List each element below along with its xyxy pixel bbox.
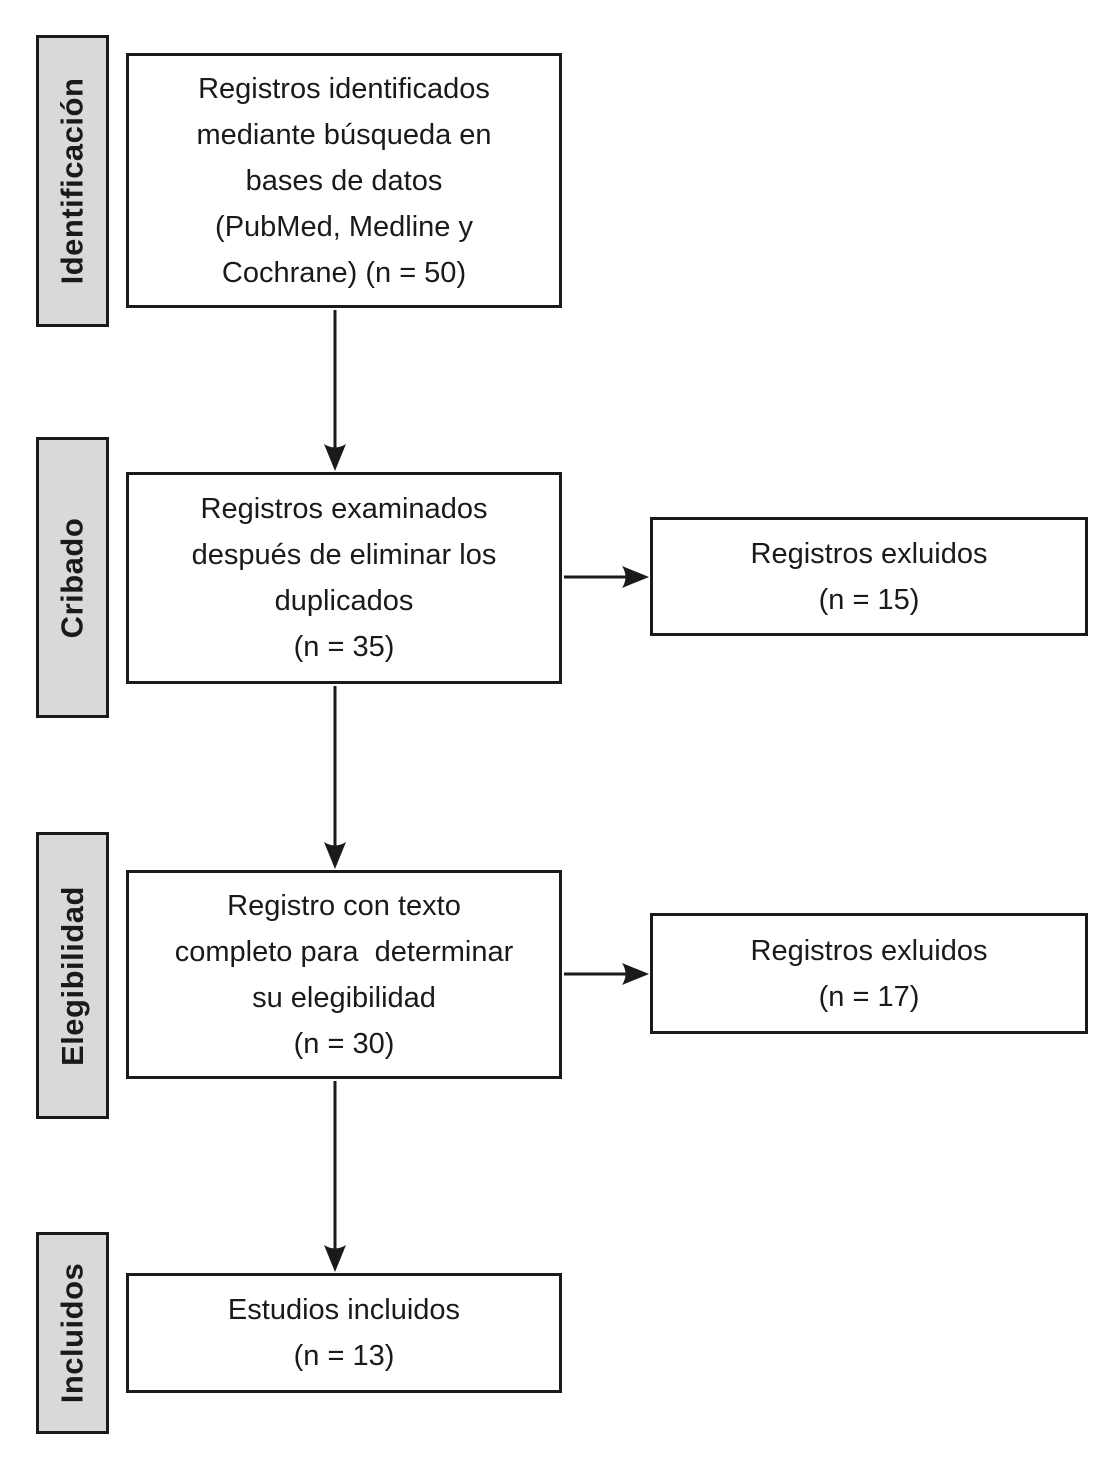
box-records-identified-line4: (PubMed, Medline y bbox=[215, 210, 473, 243]
arrow-fulltext-to-excluded bbox=[564, 963, 649, 985]
box-records-excluded-eligibility-line1: Registros exluidos bbox=[750, 934, 988, 967]
box-fulltext-assessed-line1: Registro con texto bbox=[227, 889, 461, 922]
box-records-identified-line3: bases de datos bbox=[245, 164, 443, 197]
box-records-excluded-screening-line2: (n = 15) bbox=[818, 583, 920, 616]
box-records-identified-line5: Cochrane) (n = 50) bbox=[221, 256, 467, 289]
box-records-screened: Registros examinados después de eliminar… bbox=[126, 472, 562, 684]
stage-label-identification-text: Identificación bbox=[54, 77, 90, 285]
stage-label-screening-text: Cribado bbox=[54, 517, 90, 638]
box-studies-included-line2: (n = 13) bbox=[293, 1340, 395, 1372]
stage-label-included-text: Incluidos bbox=[54, 1262, 90, 1404]
stage-label-eligibility-text: Elegibilidad bbox=[54, 885, 90, 1066]
stage-label-identification: Identificación bbox=[36, 35, 109, 327]
box-records-excluded-screening: Registros exluidos (n = 15) bbox=[650, 517, 1088, 636]
box-records-screened-line3: duplicados bbox=[274, 585, 414, 617]
box-studies-included: Estudios incluidos (n = 13) bbox=[126, 1273, 562, 1393]
stage-label-screening: Cribado bbox=[36, 437, 109, 718]
box-records-screened-line4: (n = 35) bbox=[293, 631, 395, 663]
box-records-screened-line1: Registros examinados bbox=[200, 493, 488, 525]
box-fulltext-assessed-line2: completo para determinar bbox=[174, 935, 514, 968]
box-fulltext-assessed-line4: (n = 30) bbox=[293, 1027, 395, 1060]
arrow-screened-to-fulltext bbox=[324, 686, 346, 869]
box-fulltext-assessed: Registro con texto completo para determi… bbox=[126, 870, 562, 1079]
box-records-identified: Registros identificados mediante búsqued… bbox=[126, 53, 562, 308]
box-studies-included-line1: Estudios incluidos bbox=[227, 1294, 461, 1326]
arrow-screened-to-excluded bbox=[564, 566, 649, 588]
arrow-identified-to-screened bbox=[324, 310, 346, 471]
arrow-fulltext-to-included bbox=[324, 1081, 346, 1272]
box-records-excluded-eligibility: Registros exluidos (n = 17) bbox=[650, 913, 1088, 1034]
box-records-identified-line1: Registros identificados bbox=[198, 72, 490, 105]
box-records-screened-line2: después de eliminar los bbox=[191, 539, 497, 571]
box-records-identified-line2: mediante búsqueda en bbox=[196, 118, 492, 151]
box-records-excluded-screening-line1: Registros exluidos bbox=[750, 537, 988, 570]
stage-label-included: Incluidos bbox=[36, 1232, 109, 1434]
box-records-excluded-eligibility-line2: (n = 17) bbox=[818, 980, 920, 1013]
stage-label-eligibility: Elegibilidad bbox=[36, 832, 109, 1119]
box-fulltext-assessed-line3: su elegibilidad bbox=[252, 981, 436, 1014]
